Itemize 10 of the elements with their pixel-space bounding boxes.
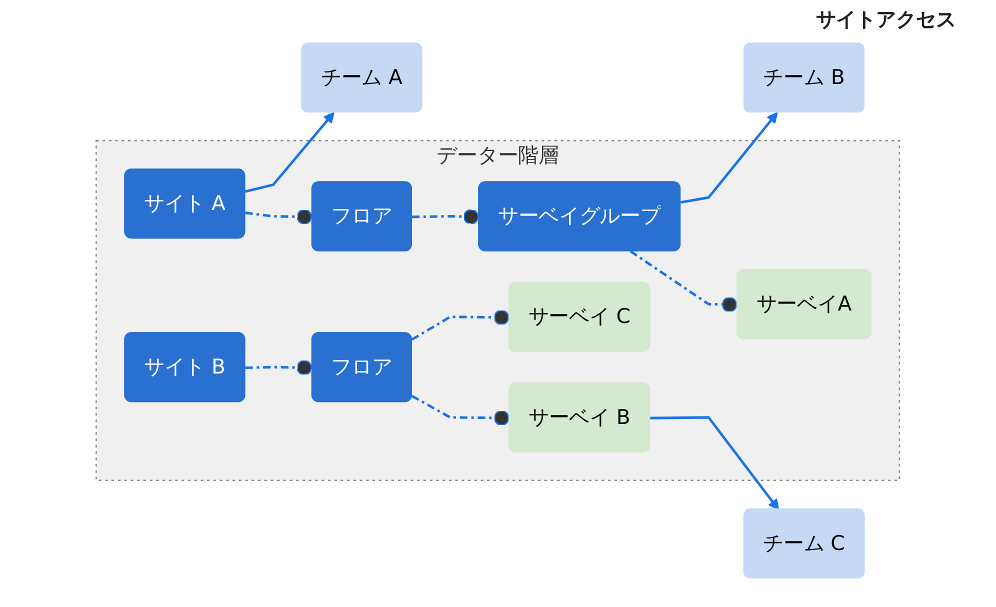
column-heading: サイトアクセス xyxy=(816,6,956,33)
connector xyxy=(630,250,738,312)
connector xyxy=(411,310,510,341)
connector xyxy=(245,360,313,376)
connector xyxy=(245,209,313,224)
connector xyxy=(412,394,510,426)
arrow xyxy=(245,112,335,193)
connector xyxy=(412,209,480,224)
arrow xyxy=(680,112,778,204)
arrow xyxy=(650,416,780,510)
